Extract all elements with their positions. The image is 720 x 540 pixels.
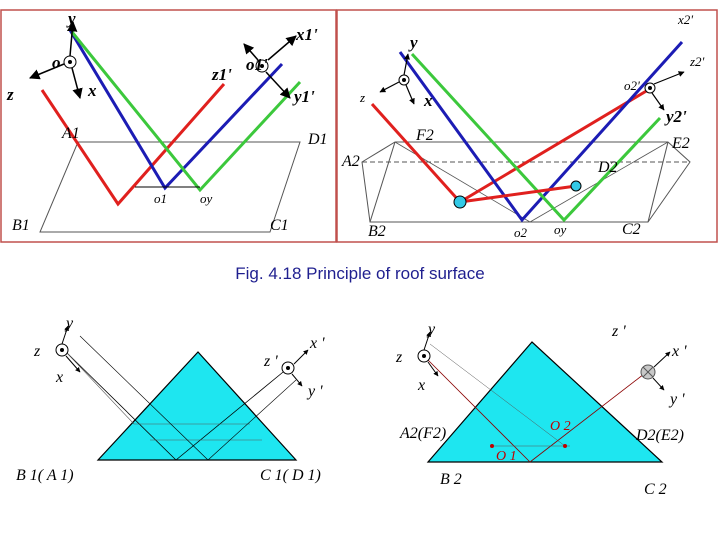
label-z: z — [359, 90, 365, 105]
label-D2-E2: D2(E2) — [635, 427, 684, 444]
label-O2: O 2 — [550, 419, 571, 434]
green-path — [70, 31, 302, 193]
label-y: y — [408, 33, 418, 52]
roof-prism — [96, 351, 298, 461]
label-D1: D1 — [307, 131, 328, 148]
label-D2: D2 — [597, 159, 618, 176]
label-E2: E2 — [671, 135, 690, 152]
top-left-panel: y o z x x1' o1' z1' y1' A1 D1 B1 C1 o1 o… — [0, 9, 337, 243]
label-o1: o1 — [154, 191, 167, 206]
base-parallelogram — [39, 141, 301, 233]
label-z: z — [6, 85, 14, 104]
axis-system-right — [243, 35, 297, 99]
label-C1: C1 — [270, 217, 289, 234]
label-C2: C 2 — [644, 481, 667, 498]
ridge-point — [453, 195, 467, 209]
label-A2-F2: A2(F2) — [399, 425, 446, 442]
axis-system-left — [29, 20, 83, 100]
green-path — [410, 52, 662, 223]
panel-border — [336, 9, 718, 243]
roof-prism — [426, 341, 664, 463]
label-z1-prime: z1' — [211, 65, 232, 84]
label-o2-prime: o2' — [624, 78, 640, 93]
label-B2: B2 — [368, 223, 386, 240]
axis-system-right — [644, 71, 685, 111]
label-oy: oy — [554, 222, 567, 237]
axis-system-left — [417, 331, 439, 377]
label-A1: A1 — [61, 125, 80, 142]
label-z-prime: z ' — [611, 323, 626, 340]
label-y: y — [64, 315, 74, 332]
label-y1-prime: y1' — [292, 87, 315, 106]
label-z: z — [395, 349, 403, 366]
red-path — [40, 83, 226, 207]
label-C1-D1: C 1( D 1) — [260, 467, 321, 484]
axis-system-left — [379, 53, 415, 105]
label-C2: C2 — [622, 221, 641, 238]
label-oy: oy — [200, 191, 213, 206]
label-x2-prime: x2' — [677, 12, 693, 27]
label-z-prime: z ' — [263, 353, 278, 370]
top-right-panel: y z x x2' z2' o2' y2' A2 F2 E2 D2 B2 C2 … — [336, 9, 718, 243]
label-y-prime: y ' — [306, 383, 323, 400]
red-ridge — [459, 184, 577, 204]
label-B2: B 2 — [440, 471, 462, 488]
label-B1-A1: B 1( A 1) — [16, 467, 74, 484]
label-o: o — [52, 53, 61, 72]
point-o1 — [490, 444, 494, 448]
blue-path — [68, 29, 284, 191]
label-x: x — [87, 81, 97, 100]
label-y2-prime: y2' — [664, 107, 687, 126]
label-O1: O 1 — [496, 449, 517, 464]
axis-system-right — [640, 351, 671, 391]
label-x: x — [423, 91, 433, 110]
label-o1-prime: o1' — [246, 55, 268, 74]
label-z: z — [33, 343, 41, 360]
label-x: x — [55, 369, 63, 386]
bottom-right-panel: y z x z ' x ' y ' A2(F2) D2(E2) B 2 C 2 … — [395, 321, 687, 498]
bottom-left-panel: y z x z ' x ' y ' B 1( A 1) C 1( D 1) — [16, 315, 325, 484]
label-x-prime: x ' — [671, 343, 687, 360]
label-y: y — [426, 321, 436, 338]
blue-path — [398, 40, 684, 223]
label-x: x — [417, 377, 425, 394]
axis-system-left — [55, 325, 81, 373]
label-z2-prime: z2' — [689, 54, 705, 69]
ridge-point — [570, 180, 582, 192]
label-A2: A2 — [341, 153, 360, 170]
point-o2 — [563, 444, 567, 448]
label-B1: B1 — [12, 217, 30, 234]
label-o2: o2 — [514, 225, 528, 240]
label-x1-prime: x1' — [295, 25, 318, 44]
label-x-prime: x ' — [309, 335, 325, 352]
label-y-prime: y ' — [668, 391, 685, 408]
figure-caption: Fig. 4.18 Principle of roof surface — [235, 264, 485, 283]
label-F2: F2 — [415, 127, 434, 144]
label-y: y — [66, 9, 76, 28]
axis-system-right — [281, 349, 309, 387]
